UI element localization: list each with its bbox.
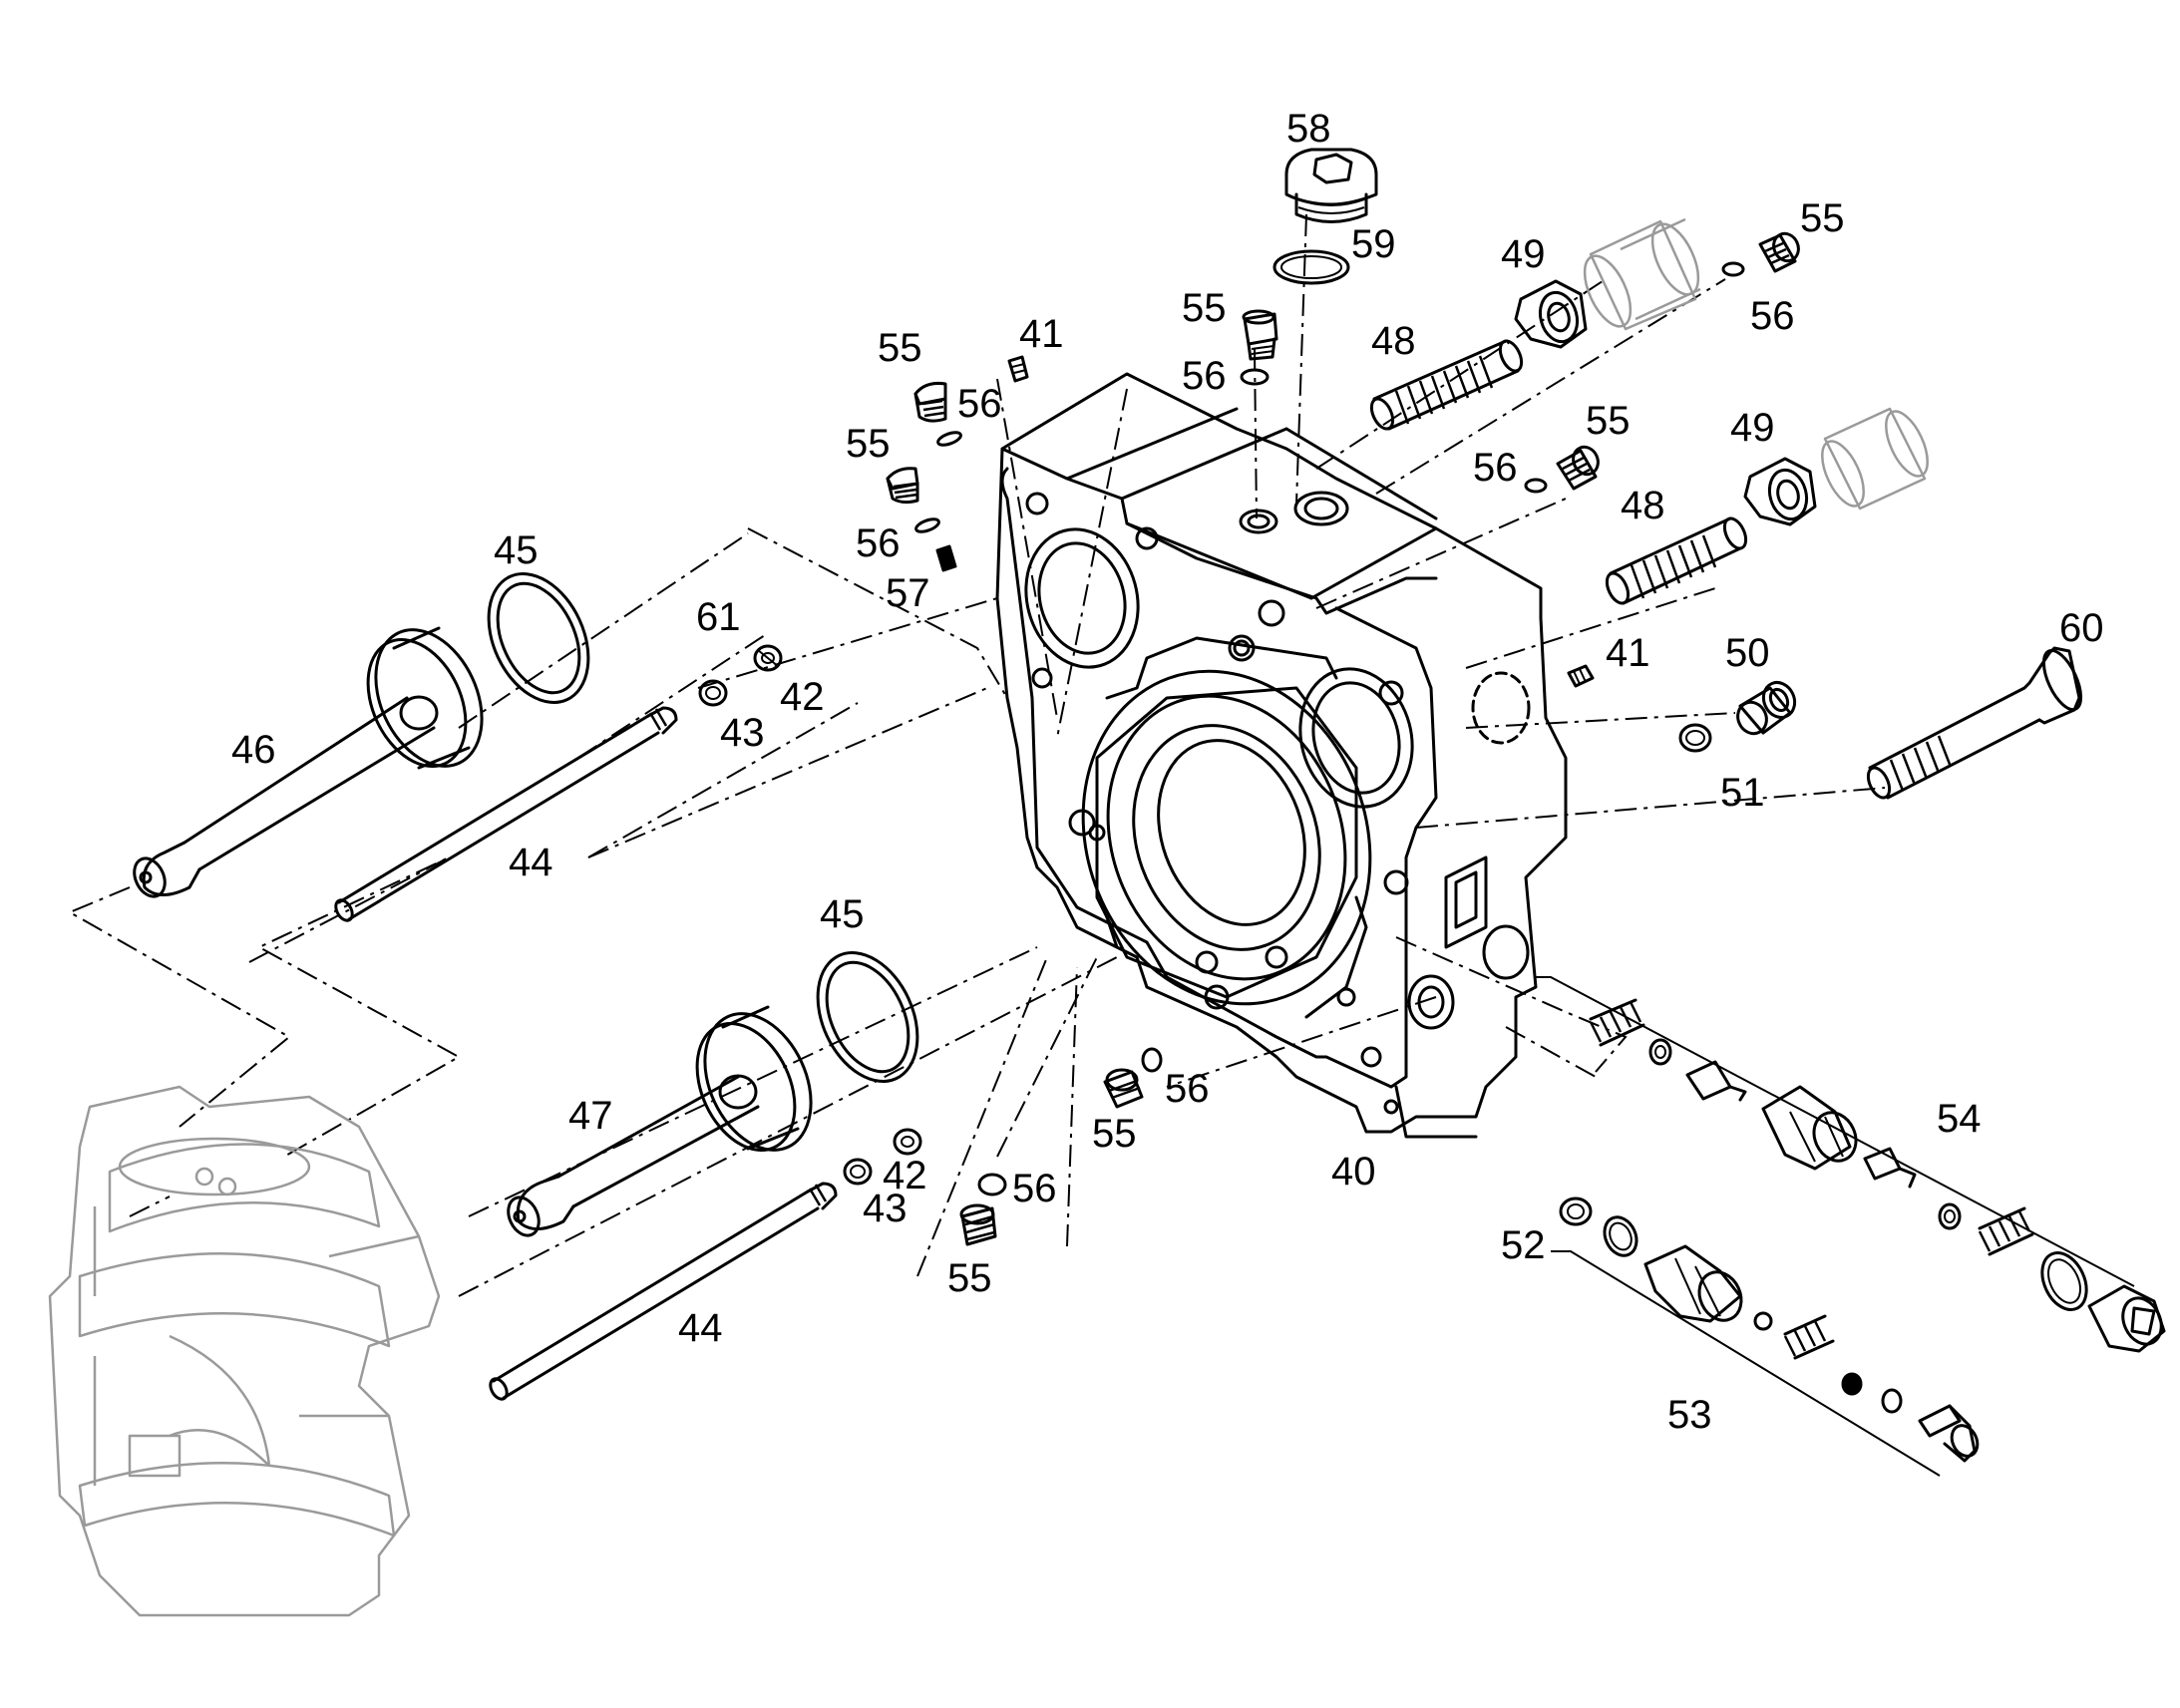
seal-ring-45-lower: [816, 951, 919, 1083]
callout-57: 57: [886, 571, 930, 615]
callout-45: 45: [494, 528, 539, 572]
assembly-lead-lines: [67, 213, 1886, 1297]
callout-60: 60: [2059, 606, 2104, 650]
callout-40: 40: [1331, 1150, 1376, 1194]
callout-44: 44: [678, 1306, 723, 1350]
callout-47: 47: [568, 1094, 613, 1138]
plug-55-upper-right: [1758, 231, 1800, 273]
rod-44-upper: [334, 706, 678, 922]
callout-55: 55: [1586, 399, 1631, 443]
callout-43: 43: [863, 1187, 908, 1230]
plug-41-top: [1007, 355, 1029, 383]
callout-55: 55: [1092, 1112, 1137, 1156]
plug-55-lower-left: [959, 1203, 997, 1246]
callout-49: 49: [1730, 406, 1775, 450]
callout-55: 55: [1800, 196, 1845, 240]
oring-59: [1272, 249, 1350, 285]
plug-55-left-upper: [913, 382, 947, 423]
nut-61: [753, 644, 783, 672]
callout-53: 53: [1667, 1393, 1712, 1437]
callout-56: 56: [1012, 1167, 1057, 1210]
ring-43-lower: [843, 1158, 873, 1186]
callout-48: 48: [1621, 484, 1665, 527]
callout-44: 44: [509, 841, 553, 884]
plug-55-mid: [1556, 445, 1600, 491]
callout-56: 56: [1165, 1067, 1210, 1111]
callout-55: 55: [947, 1256, 992, 1300]
callout-55: 55: [846, 422, 891, 466]
plug-55-left-mid: [886, 467, 919, 505]
callout-48: 48: [1371, 319, 1416, 363]
ghost-pump-housing: [48, 1085, 441, 1617]
callout-52: 52: [1501, 1223, 1546, 1267]
callout-50: 50: [1725, 631, 1770, 675]
stud-48-lower: [1605, 516, 1748, 605]
plug-55-top: [1242, 309, 1278, 361]
callout-56: 56: [957, 382, 1002, 426]
callout-58: 58: [1286, 107, 1331, 151]
ghost-sleeve-upper: [1583, 217, 1701, 331]
callout-54: 54: [1937, 1097, 1982, 1141]
callout-56: 56: [1182, 354, 1227, 398]
callout-49: 49: [1501, 232, 1546, 276]
valve-group-53: [1559, 1196, 1980, 1463]
callout-61: 61: [696, 595, 741, 639]
nut-49-lower: [1743, 457, 1817, 526]
piston-46: [133, 626, 484, 898]
callout-41: 41: [1606, 631, 1650, 675]
rod-44-lower: [489, 1182, 838, 1401]
plug-41-right: [1567, 664, 1595, 688]
callout-46: 46: [231, 728, 276, 772]
callout-42: 42: [883, 1154, 927, 1197]
callout-labels: 58 59 49 55 56 55 56 48 41 55 56 55 56 5…: [231, 107, 2104, 1437]
seal-ring-45-upper: [487, 572, 590, 704]
oring-56-upper-right: [1721, 261, 1745, 277]
callout-41: 41: [1019, 312, 1064, 356]
ring-43-upper: [698, 679, 728, 707]
oring-56-lower-left: [977, 1173, 1007, 1196]
valve-group-54: [1589, 998, 2166, 1353]
callout-55: 55: [1182, 286, 1227, 330]
oring-51: [1678, 723, 1712, 753]
callout-45: 45: [820, 892, 865, 936]
piston-47: [507, 1005, 813, 1237]
callout-59: 59: [1351, 222, 1396, 266]
callout-56: 56: [856, 521, 901, 565]
ghost-sleeve-lower: [1821, 407, 1929, 511]
oring-56-left-upper: [936, 431, 962, 447]
plug-58: [1284, 148, 1378, 223]
callout-51: 51: [1720, 771, 1765, 815]
oring-56-mid: [1524, 478, 1548, 494]
nut-42-lower: [893, 1128, 922, 1156]
oring-56-lower-center: [1141, 1047, 1163, 1073]
oring-56-top: [1240, 368, 1270, 386]
stud-48-upper: [1369, 339, 1524, 431]
callout-55: 55: [878, 326, 922, 370]
callout-42: 42: [780, 675, 825, 719]
oring-56-left-mid: [914, 517, 940, 533]
main-housing-40: [995, 372, 1568, 1139]
callout-56: 56: [1473, 446, 1518, 490]
bolt-60: [1866, 646, 2083, 800]
plug-55-lower-center: [1103, 1068, 1144, 1109]
callout-56: 56: [1750, 294, 1795, 338]
plug-57: [935, 544, 957, 572]
nut-49-upper: [1514, 279, 1588, 349]
group-brackets: [1536, 976, 2135, 1477]
callout-43: 43: [720, 711, 765, 755]
plug-50: [1736, 680, 1797, 736]
